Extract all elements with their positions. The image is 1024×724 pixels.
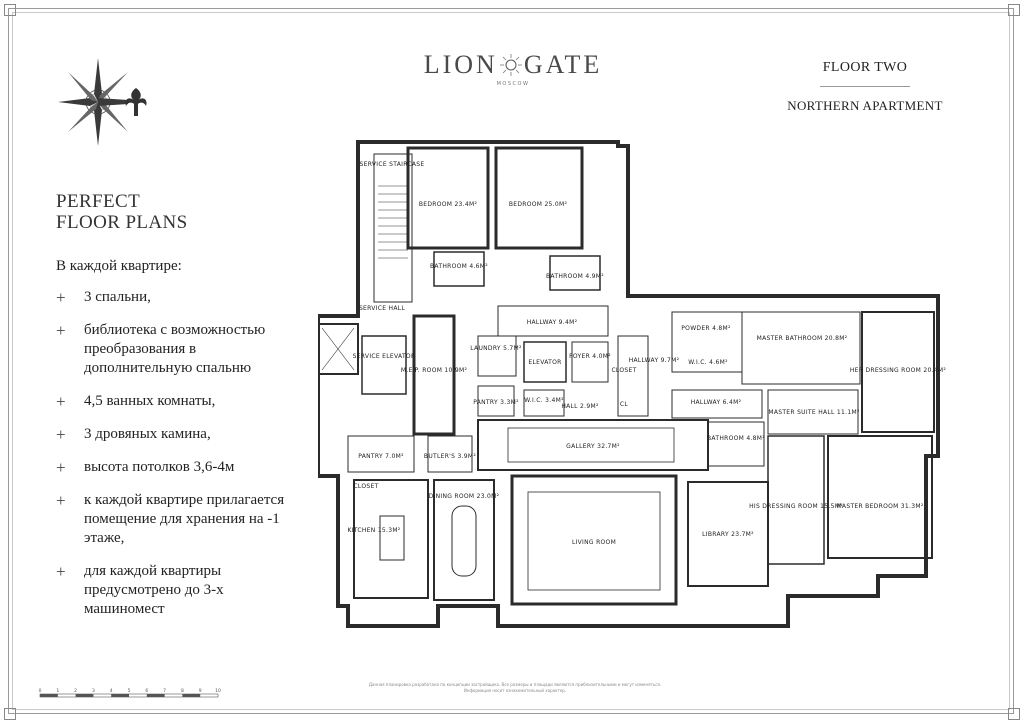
plus-icon: + bbox=[56, 562, 66, 581]
outer-frame bbox=[8, 8, 1014, 714]
scale-tick: 9 bbox=[199, 688, 202, 694]
scale-tick: 5 bbox=[128, 688, 131, 694]
brand-logo: LION GATE MOSCOW bbox=[418, 50, 608, 87]
scale-tick: 3 bbox=[92, 688, 95, 694]
room-label-wic: W.I.C. 3.4M² bbox=[524, 397, 564, 404]
corner-ornament bbox=[1008, 4, 1020, 16]
scale-bar: 0 1 2 3 4 5 6 7 8 9 10 bbox=[39, 688, 221, 698]
plus-icon: + bbox=[56, 288, 66, 307]
room-label-service-elevator: SERVICE ELEVATOR bbox=[353, 353, 416, 360]
brand-name-left: LION bbox=[423, 50, 498, 79]
plus-icon: + bbox=[56, 491, 66, 510]
room-label-bathroom: BATHROOM 4.6M² bbox=[430, 263, 488, 270]
room-label-cl: CL bbox=[620, 401, 628, 408]
room-label-master-bathroom: MASTER BATHROOM 20.8M² bbox=[757, 335, 848, 342]
scale-tick: 10 bbox=[215, 688, 221, 694]
feature-list: +3 спальни, + библиотека с возможностью п… bbox=[56, 288, 306, 619]
room-label-laundry: LAUNDRY 5.7M² bbox=[470, 345, 522, 352]
feature-item: + высота потолков 3,6-4м bbox=[56, 458, 306, 477]
legal-disclaimer: Данная планировка разработана по концепц… bbox=[368, 682, 662, 693]
room-label-his-dressing-room: HIS DRESSING ROOM 15.5M² bbox=[749, 503, 843, 510]
room-label-bedroom: BEDROOM 25.0M² bbox=[509, 201, 568, 208]
corner-ornament bbox=[4, 4, 16, 16]
scale-tick: 2 bbox=[74, 688, 77, 694]
room-label-bathroom: BATHROOM 4.8M² bbox=[707, 435, 765, 442]
room-label-closet: CLOSET bbox=[353, 483, 378, 490]
room-label-living-room: LIVING ROOM bbox=[572, 539, 616, 546]
feature-text: 3 спальни, bbox=[84, 289, 151, 305]
scale-tick: 6 bbox=[145, 688, 148, 694]
scale-tick: 8 bbox=[181, 688, 184, 694]
room-label-elevator: ELEVATOR bbox=[528, 359, 561, 366]
room-label-bedroom: BEDROOM 23.4M² bbox=[419, 201, 478, 208]
room-label-dining-room: DINING ROOM 23.0M² bbox=[429, 493, 500, 500]
floor-label: FLOOR TWO bbox=[822, 60, 908, 75]
title-line-2: FLOOR PLANS bbox=[56, 212, 188, 233]
compass-rose-icon bbox=[58, 58, 147, 146]
room-label-service-hall: SERVICE HALL bbox=[359, 305, 405, 312]
feature-text: 4,5 ванных комнаты, bbox=[84, 393, 216, 409]
room-label-mep-room: M.E.P. ROOM 10.9M² bbox=[401, 367, 468, 374]
room-label-pantry: PANTRY 3.3M² bbox=[473, 399, 519, 406]
apartment-label: NORTHERN APARTMENT bbox=[787, 98, 943, 113]
room-label-powder: POWDER 4.8M² bbox=[681, 325, 731, 332]
feature-item: +3 спальни, bbox=[56, 288, 306, 307]
feature-text: библиотека с возможностью преобразования… bbox=[84, 322, 266, 376]
scale-tick: 0 bbox=[39, 688, 42, 694]
feature-item: + библиотека с возможностью преобразовани… bbox=[56, 321, 306, 378]
brand-city: MOSCOW bbox=[496, 81, 530, 87]
plus-icon: + bbox=[56, 392, 66, 411]
floor-plan: SERVICE STAIRCASE BEDROOM 23.4M² BEDROOM… bbox=[318, 140, 947, 628]
corner-ornament bbox=[1008, 708, 1020, 720]
header-divider bbox=[820, 86, 910, 87]
room-label-closet: CLOSET bbox=[611, 367, 636, 374]
feature-text: к каждой квартире прилагается помещение … bbox=[84, 492, 285, 546]
brand-name-right: GATE bbox=[523, 50, 603, 79]
room-label-her-dressing-room: HER DRESSING ROOM 20.4M² bbox=[850, 367, 947, 374]
corner-ornament bbox=[4, 708, 16, 720]
title-line-1: PERFECT bbox=[56, 191, 141, 212]
feature-text: 3 дровяных камина, bbox=[84, 426, 211, 442]
room-label-gallery: GALLERY 32.7M² bbox=[566, 443, 620, 450]
scale-tick: 7 bbox=[163, 688, 166, 694]
room-label-pantry: PANTRY 7.0M² bbox=[358, 453, 404, 460]
scale-tick: 1 bbox=[56, 688, 59, 694]
plus-icon: + bbox=[56, 425, 66, 444]
feature-item: +3 дровяных камина, bbox=[56, 425, 306, 444]
page-title: PERFECT FLOOR PLANS bbox=[56, 191, 188, 233]
feature-item: + к каждой квартире прилагается помещение… bbox=[56, 491, 306, 548]
plus-icon: + bbox=[56, 321, 66, 340]
room-label-bathroom: BATHROOM 4.9M² bbox=[546, 273, 604, 280]
room-label-service-staircase: SERVICE STAIRCASE bbox=[360, 161, 425, 168]
inner-frame bbox=[12, 12, 1010, 710]
features-intro: В каждой квартире: bbox=[56, 258, 182, 274]
room-label-wic: W.I.C. 4.6M² bbox=[688, 359, 728, 366]
room-label-foyer: FOYER 4.0M² bbox=[569, 353, 611, 360]
room-label-hallway: HALLWAY 9.4M² bbox=[527, 319, 578, 326]
room-label-master-bedroom: MASTER BEDROOM 31.3M² bbox=[836, 503, 923, 510]
room-label-butlers: BUTLER'S 3.9M² bbox=[424, 453, 476, 460]
feature-item: + для каждой квартиры предусмотрено до 3-… bbox=[56, 562, 306, 619]
room-label-hallway: HALLWAY 6.4M² bbox=[691, 399, 742, 406]
room-label-hall: HALL 2.9M² bbox=[561, 403, 599, 410]
scale-tick: 4 bbox=[110, 688, 113, 694]
room-label-hallway: HALLWAY 9.7M² bbox=[629, 357, 680, 364]
feature-item: +4,5 ванных комнаты, bbox=[56, 392, 306, 411]
room-label-library: LIBRARY 23.7M² bbox=[702, 531, 754, 538]
feature-text: высота потолков 3,6-4м bbox=[84, 459, 235, 475]
room-label-kitchen: KITCHEN 15.3M² bbox=[347, 527, 400, 534]
plus-icon: + bbox=[56, 458, 66, 477]
feature-text: для каждой квартиры предусмотрено до 3-х… bbox=[84, 563, 224, 617]
sun-emblem-icon bbox=[499, 54, 522, 76]
room-label-master-suite-hall: MASTER SUITE HALL 11.1M² bbox=[768, 409, 860, 416]
